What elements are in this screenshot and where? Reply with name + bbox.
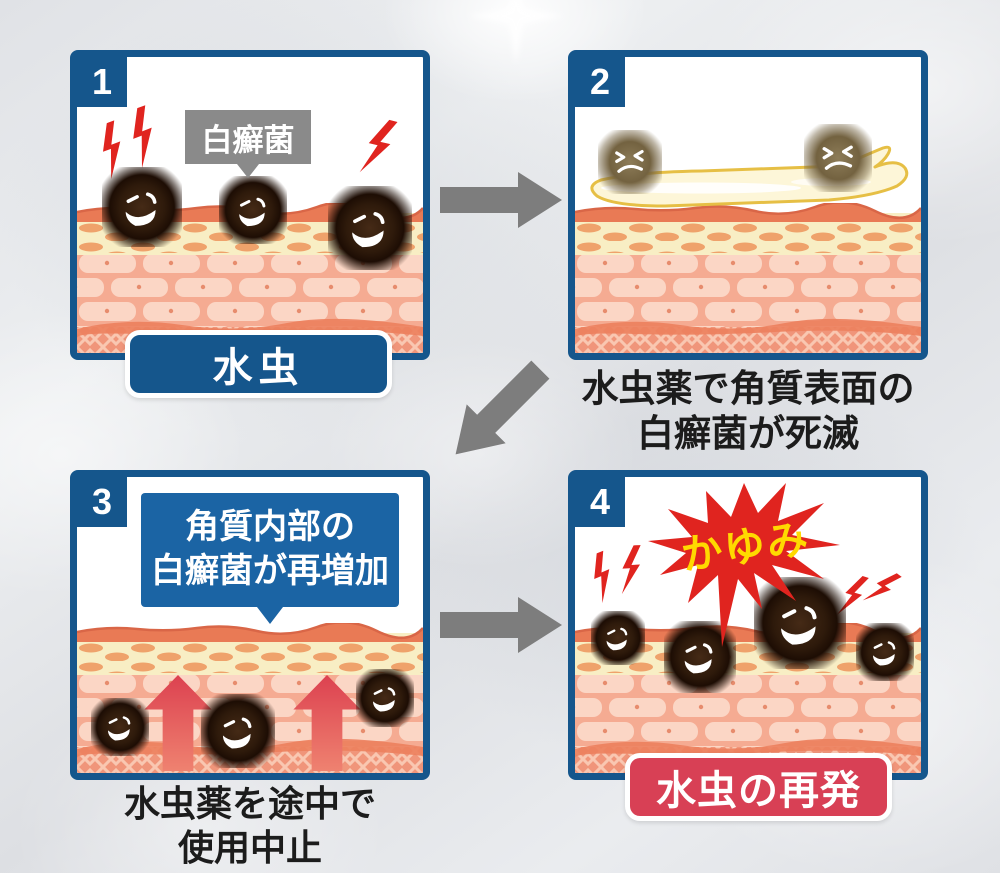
fungus-speech-bubble: 白癬菌 (185, 110, 311, 178)
panel-2-caption-line2: 白癬菌が死滅 (637, 413, 859, 455)
germ-icon (856, 623, 914, 681)
arrow-right-icon (440, 597, 562, 653)
panel-2-medicine-applied: 2 (568, 50, 928, 360)
panel-2-caption: 水虫薬で角質表面の 白癬菌が死滅 (558, 366, 938, 456)
dead-germ-icon (804, 124, 872, 192)
panel-number-badge: 4 (575, 477, 625, 527)
germ-icon (91, 698, 149, 756)
skin-illustration (575, 203, 921, 353)
panel-1-scene: 白癬菌 (77, 57, 423, 353)
panel-3-caption: 水虫薬を途中で 使用中止 (60, 782, 440, 870)
arrow-right-icon (440, 172, 562, 228)
germ-icon (328, 186, 412, 270)
panel-3-scene: 角質内部の 白癬菌が再増加 (77, 477, 423, 773)
regrowth-speech-bubble: 角質内部の 白癬菌が再増加 (141, 493, 399, 624)
panel-3-stopped-medicine: 角質内部の 白癬菌が再増加 3 (70, 470, 430, 780)
panel-3-caption-line2: 使用中止 (177, 826, 322, 868)
fungus-bubble-text: 白癬菌 (201, 122, 295, 158)
germ-icon (754, 577, 846, 669)
germ-icon (201, 694, 275, 768)
germ-icon (102, 167, 182, 247)
panel-1-athletes-foot: 白癬菌 1 水虫 (70, 50, 430, 398)
germ-icon (219, 176, 287, 244)
panel-4-recurrence: かゆみ 4 水虫の再発 (568, 470, 928, 821)
germ-icon (591, 611, 645, 665)
panel-2-scene (575, 57, 921, 353)
panel-number-badge: 2 (575, 57, 625, 107)
panel-2-caption-line1: 水虫薬で角質表面の (581, 368, 915, 409)
recurrence-label: 水虫の再発 (625, 753, 892, 821)
panel-number-badge: 1 (77, 57, 127, 107)
athletes-foot-label: 水虫 (125, 330, 392, 398)
panel-4-scene: かゆみ (575, 477, 921, 773)
arrow-diagonal-icon (436, 350, 560, 474)
dead-germ-icon (598, 130, 662, 194)
up-arrow-icon (293, 675, 361, 771)
sparkle-icon (468, 0, 564, 64)
germ-icon (356, 669, 414, 727)
lightning-icon (359, 117, 398, 176)
regrowth-bubble-line2: 白癬菌が再増加 (151, 552, 389, 590)
panel-3-caption-line1: 水虫薬を途中で (123, 783, 376, 824)
regrowth-bubble-line1: 角質内部の (185, 508, 355, 547)
panel-number-badge: 3 (77, 477, 127, 527)
